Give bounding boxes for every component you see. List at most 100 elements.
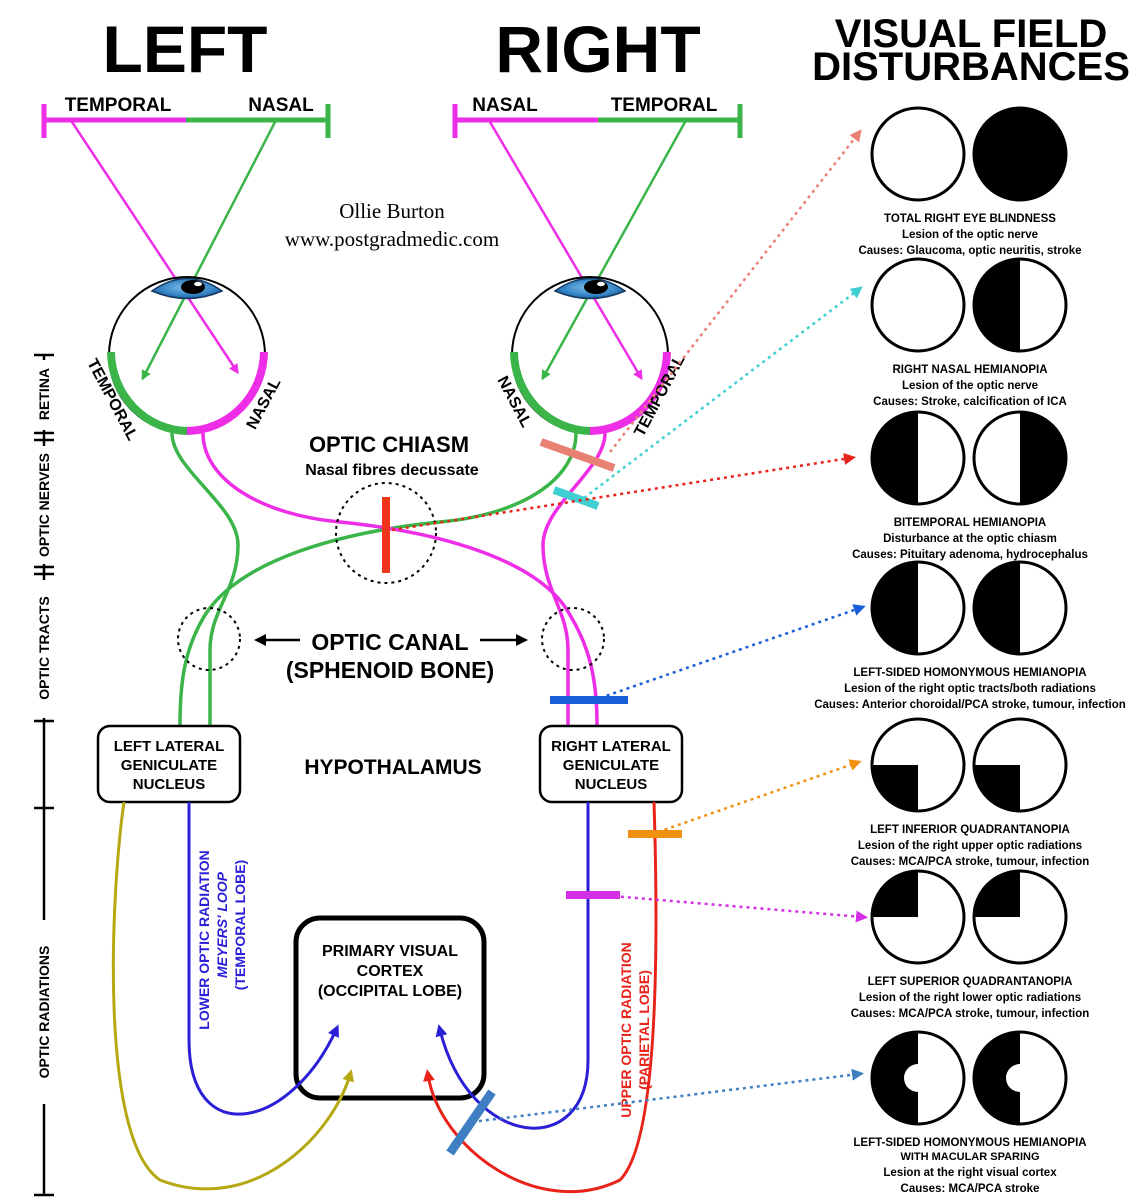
left-retina xyxy=(107,351,268,435)
left-field-nasal-label: NASAL xyxy=(248,95,314,116)
right-eye-field xyxy=(972,410,1068,506)
right-field-temporal-label: TEMPORAL xyxy=(611,95,718,116)
left-lower-radiation xyxy=(187,802,339,1116)
optic-nerve-lesion-nasal xyxy=(552,486,600,510)
disturbance-detail: Causes: Stroke, calcification of ICA xyxy=(873,396,1067,408)
left-eye-field xyxy=(870,560,966,656)
left-eye-field xyxy=(870,717,966,813)
side-label-optic-radiations: OPTIC RADIATIONS xyxy=(36,946,52,1079)
visual-field-panels: TOTAL RIGHT EYE BLINDNESS Lesion of the o… xyxy=(814,106,1126,1195)
optic-canal-arrow xyxy=(254,634,528,646)
lower-radiation-label1: LOWER OPTIC RADIATION xyxy=(196,850,212,1029)
optic-canal-label: OPTIC CANAL xyxy=(311,629,468,655)
disturbance-detail: Lesion of the right lower optic radiatio… xyxy=(859,992,1081,1004)
disturbance-title: RIGHT NASAL HEMIANOPIA xyxy=(892,364,1047,376)
disturbance-detail: Causes: Anterior choroidal/PCA stroke, t… xyxy=(814,699,1126,711)
left-eye-field xyxy=(870,869,966,965)
disturbance-title: LEFT-SIDED HOMONYMOUS HEMIANOPIA xyxy=(853,667,1086,679)
credit-site: www.postgradmedic.com xyxy=(285,227,499,251)
disturbance-title: LEFT SUPERIOR QUADRANTANOPIA xyxy=(868,976,1073,988)
disturbance-detail: Lesion of the right upper optic radiatio… xyxy=(858,840,1082,852)
disturbance-detail: Causes: MCA/PCA stroke xyxy=(901,1183,1040,1195)
right-lgn-line3: NUCLEUS xyxy=(575,776,648,793)
right-nasal-fibres xyxy=(178,432,578,726)
left-eye-field xyxy=(870,257,966,353)
left-field-temporal-label: TEMPORAL xyxy=(65,95,172,116)
right-field-nasal-label: NASAL xyxy=(472,95,538,116)
left-eye-field xyxy=(870,1030,966,1126)
disturbance-panel: LEFT-SIDED HOMONYMOUS HEMIANOPIA Lesion o… xyxy=(814,560,1126,711)
lower-radiation-label2: MEYERS' LOOP xyxy=(214,871,230,978)
right-eye-field xyxy=(972,257,1068,353)
disturbance-detail: Lesion of the optic nerve xyxy=(902,380,1038,392)
left-field-bar xyxy=(41,104,331,138)
disturbance-detail: Lesion of the right optic tracts/both ra… xyxy=(844,683,1096,695)
cortex-line2: CORTEX xyxy=(357,963,424,980)
leader-inferior-quadrant xyxy=(657,759,862,834)
right-lgn-line2: GENICULATE xyxy=(563,757,659,774)
upper-radiation-label2: (PARIETAL LOBE) xyxy=(636,970,652,1090)
leader-macular-sparing xyxy=(471,1068,864,1124)
left-eye-field xyxy=(870,410,966,506)
optic-chiasm-subtitle: Nasal fibres decussate xyxy=(305,462,479,479)
leader-bitemporal xyxy=(391,453,856,532)
hypothalamus-label: HYPOTHALAMUS xyxy=(304,756,481,779)
right-optic-canal xyxy=(541,607,605,671)
disturbance-title: LEFT INFERIOR QUADRANTANOPIA xyxy=(870,824,1070,836)
right-field-bar xyxy=(452,104,743,138)
left-lgn-line3: NUCLEUS xyxy=(133,776,206,793)
optic-chiasm-circle xyxy=(335,482,437,584)
left-lgn-box xyxy=(96,724,242,804)
disturbance-detail: Disturbance at the optic chiasm xyxy=(883,533,1057,545)
cortex-line3: (OCCIPITAL LOBE) xyxy=(318,983,462,1000)
disturbance-detail: Lesion of the optic nerve xyxy=(902,229,1038,241)
leader-homonymous xyxy=(599,604,866,700)
disturbance-panel: RIGHT NASAL HEMIANOPIA Lesion of the opti… xyxy=(870,257,1068,408)
left-eye-rays xyxy=(70,121,277,381)
left-nasal-fibres xyxy=(201,432,599,726)
left-lgn-line1: LEFT LATERAL xyxy=(114,738,225,755)
disturbance-detail: Causes: Pituitary adenoma, hydrocephalus xyxy=(852,549,1088,561)
heading-left: LEFT xyxy=(103,12,268,86)
lower-radiation-label3: (TEMPORAL LOBE) xyxy=(232,860,248,990)
leader-arrows xyxy=(391,129,868,1124)
disturbance-title: LEFT-SIDED HOMONYMOUS HEMIANOPIA xyxy=(853,1137,1086,1149)
disturbance-panel: BITEMPORAL HEMIANOPIA Disturbance at the … xyxy=(852,410,1088,561)
left-optic-canal xyxy=(177,607,241,671)
side-label-optic-tracts: OPTIC TRACTS xyxy=(36,596,52,699)
heading-right: RIGHT xyxy=(495,12,700,86)
disturbance-detail: Causes: MCA/PCA stroke, tumour, infectio… xyxy=(851,1008,1090,1020)
right-temporal-fibres xyxy=(541,432,607,725)
disturbance-panel: LEFT INFERIOR QUADRANTANOPIA Lesion of th… xyxy=(851,717,1090,868)
disturbance-detail: Causes: Glaucoma, optic neuritis, stroke xyxy=(858,245,1081,257)
left-upper-radiation xyxy=(111,801,354,1191)
disturbance-title: TOTAL RIGHT EYE BLINDNESS xyxy=(884,213,1056,225)
right-lgn-box xyxy=(538,724,684,804)
right-lower-radiation xyxy=(435,802,590,1130)
disturbance-detail: Causes: MCA/PCA stroke, tumour, infectio… xyxy=(851,856,1090,868)
disturbance-title: BITEMPORAL HEMIANOPIA xyxy=(894,517,1047,529)
disturbance-panel: TOTAL RIGHT EYE BLINDNESS Lesion of the o… xyxy=(858,106,1082,257)
left-eye-field xyxy=(870,106,966,202)
heading-vfd-line1: VISUAL FIELD xyxy=(835,12,1108,56)
leader-nasal-hemianopia xyxy=(583,286,863,499)
side-label-retina: RETINA xyxy=(36,368,52,420)
side-scale xyxy=(34,353,54,1197)
leader-superior-quadrant xyxy=(599,893,868,923)
right-eye-field xyxy=(972,717,1068,813)
right-eye-field xyxy=(972,1030,1068,1126)
left-temporal-fibres xyxy=(170,432,240,725)
cortex-lesion xyxy=(446,1089,496,1156)
right-eye-field xyxy=(972,869,1068,965)
disturbance-detail: Lesion at the right visual cortex xyxy=(883,1167,1057,1179)
optic-canal-sublabel: (SPHENOID BONE) xyxy=(286,657,494,683)
right-eye-field xyxy=(972,106,1068,202)
right-lgn-line1: RIGHT LATERAL xyxy=(551,738,671,755)
leader-total-blindness xyxy=(609,129,862,453)
optic-nerve-lesion-total xyxy=(539,438,616,472)
right-upper-radiation xyxy=(423,801,658,1193)
optic-chiasm-title: OPTIC CHIASM xyxy=(309,432,469,457)
right-eye-rays xyxy=(488,121,687,381)
side-label-optic-nerves: OPTIC NERVES xyxy=(36,453,52,557)
